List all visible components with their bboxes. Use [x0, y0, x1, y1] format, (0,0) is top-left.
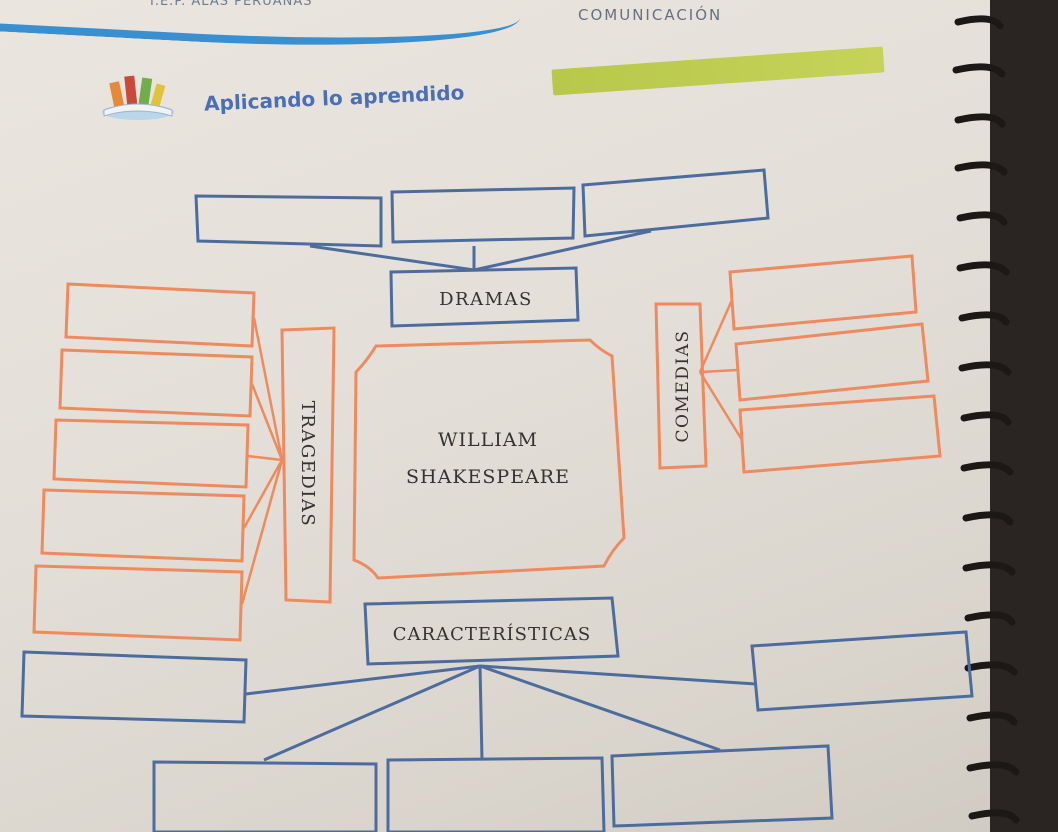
dramas-connector	[309, 229, 652, 272]
tragedias-answer-box[interactable]	[40, 488, 246, 563]
tragedias-answer-box[interactable]	[52, 418, 250, 489]
subject-name: COMUNICACIÓN	[578, 6, 723, 24]
dramas-answer-box[interactable]	[390, 186, 576, 244]
comedias-answer-box[interactable]	[734, 322, 930, 402]
comedias-label-box	[654, 302, 708, 470]
caracteristicas-answer-box[interactable]	[20, 650, 248, 724]
tragedias-label: TRAGEDIAS	[297, 401, 318, 527]
tragedias-answer-box[interactable]	[58, 348, 254, 418]
comedias-label: COMEDIAS	[673, 329, 693, 442]
comedias-branch: COMEDIAS	[654, 254, 942, 474]
center-title-line2: SHAKESPEARE	[406, 466, 570, 488]
comedias-answer-box[interactable]	[728, 254, 918, 331]
caracteristicas-answer-box[interactable]	[152, 760, 378, 832]
tragedias-connectors	[240, 317, 284, 605]
caracteristicas-answer-box[interactable]	[386, 756, 606, 832]
caracteristicas-label-box	[363, 596, 620, 666]
comedias-answer-box[interactable]	[738, 394, 942, 474]
caracteristicas-label: CARACTERÍSTICAS	[393, 622, 591, 645]
publisher-name: I.E.P. ALAS PERUANAS	[150, 0, 313, 9]
dramas-answer-box[interactable]	[581, 168, 770, 238]
caracteristicas-connectors	[245, 664, 757, 762]
caracteristicas-answer-box[interactable]	[750, 630, 974, 712]
tragedias-branch: TRAGEDIAS	[32, 282, 336, 642]
caracteristicas-branch: CARACTERÍSTICAS	[20, 596, 974, 832]
dramas-branch: DRAMAS	[194, 168, 770, 328]
comedias-connectors	[698, 299, 744, 441]
books-icon	[102, 75, 174, 120]
caracteristicas-answer-box[interactable]	[610, 744, 834, 828]
center-frame: WILLIAM SHAKESPEARE	[352, 338, 626, 580]
tragedias-answer-box[interactable]	[32, 564, 244, 642]
dramas-label: DRAMAS	[439, 289, 533, 310]
dramas-answer-box[interactable]	[194, 194, 383, 248]
spiral-binding	[952, 0, 1058, 832]
center-title-line1: WILLIAM	[438, 429, 538, 451]
dramas-label-box	[389, 266, 580, 328]
tragedias-answer-box[interactable]	[64, 282, 256, 348]
tragedias-label-box	[280, 326, 336, 604]
